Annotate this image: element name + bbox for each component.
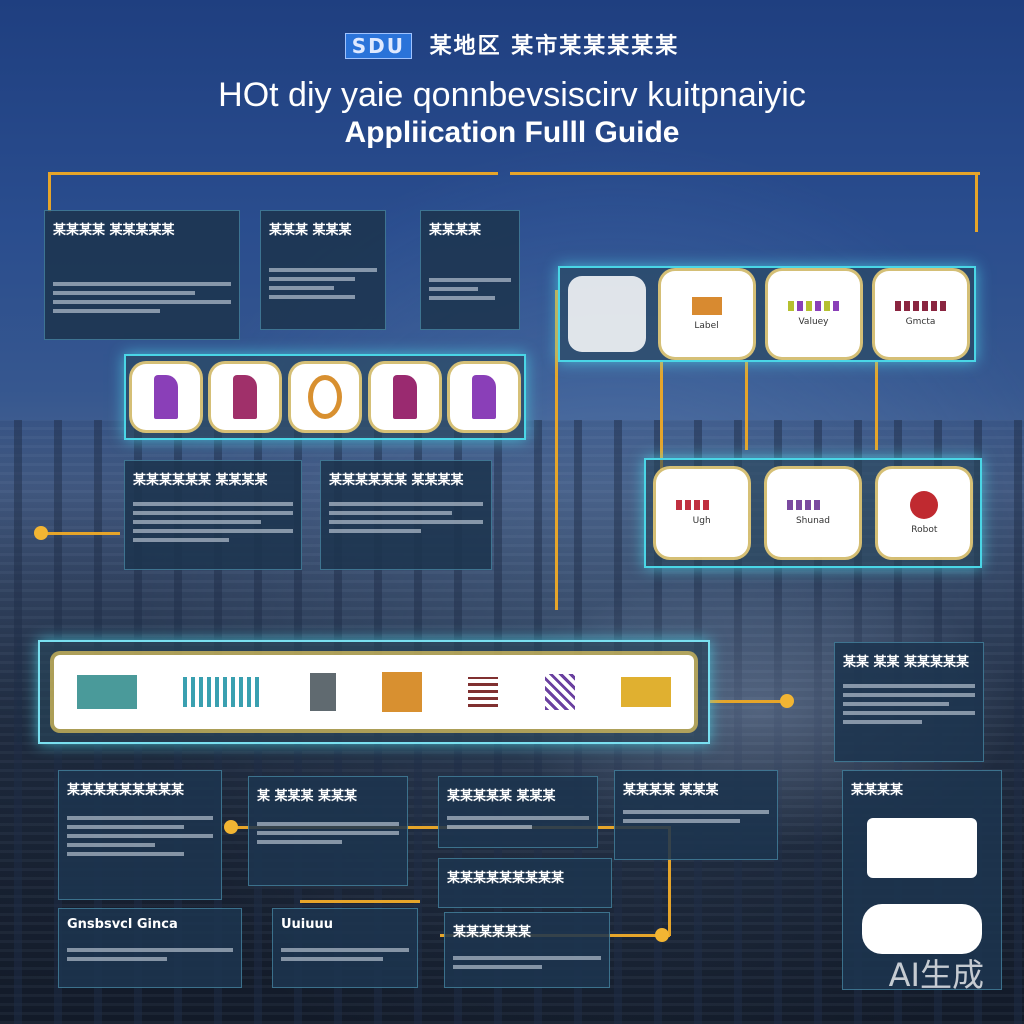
- tile-label: Label: [694, 321, 719, 331]
- panel-title: 某某某某某某 某某某某: [329, 473, 464, 488]
- info-panel[interactable]: 某某某某: [420, 210, 520, 330]
- machine-icon: [381, 672, 422, 712]
- tool-icon: [472, 375, 497, 419]
- grid-icon: [787, 500, 838, 510]
- page-subtitle: Appliication Fulll Guide: [344, 116, 680, 149]
- icon-tile[interactable]: [450, 364, 519, 430]
- machine-icon: [468, 677, 499, 707]
- chart-icon: [867, 818, 977, 878]
- icon-strip: Ugh Shunad Robot: [644, 458, 982, 568]
- info-panel[interactable]: 某 某某某 某某某: [248, 776, 408, 886]
- panel-title: Gnsbsvcl Ginca: [67, 917, 178, 932]
- info-panel[interactable]: 某某某 某某某: [260, 210, 386, 330]
- tile-label: Gmcta: [905, 317, 936, 327]
- top-banner: SDU 某地区 某市某某某某某: [0, 28, 1024, 60]
- grid-icon: [895, 301, 946, 311]
- icon-tile[interactable]: Ugh: [655, 469, 748, 557]
- info-panel[interactable]: 某某某某 某某某某某: [44, 210, 240, 340]
- connector-dot: [34, 526, 48, 540]
- info-panel[interactable]: 某某某某 某某某: [614, 770, 778, 860]
- info-panel[interactable]: 某某某某某 某某某: [438, 776, 598, 848]
- machine-icon: [183, 677, 264, 707]
- icon-strip: [38, 640, 710, 744]
- icon-tile[interactable]: Robot: [878, 469, 971, 557]
- machine-icon: [77, 675, 138, 709]
- panel-title: 某某某某 某某某某某: [53, 223, 175, 238]
- panel-title: 某某某某某某某某某: [67, 783, 185, 798]
- grid-icon: [676, 500, 727, 510]
- machine-icon: [309, 673, 336, 711]
- icon-tile[interactable]: [370, 364, 439, 430]
- panel-title: Uuiuuu: [281, 917, 334, 932]
- connector-line: [668, 826, 671, 936]
- machine-icon: [620, 677, 671, 707]
- equipment-row: [54, 655, 694, 729]
- connector-line: [48, 172, 51, 212]
- tile-label: Valuey: [798, 317, 829, 327]
- connector-line: [555, 290, 558, 610]
- icon-tile[interactable]: Gmcta: [874, 271, 967, 357]
- info-panel[interactable]: 某某某某某某 某某某某: [124, 460, 302, 570]
- icon-tile[interactable]: Label: [660, 271, 753, 357]
- connector-dot: [655, 928, 669, 942]
- connector-line: [975, 172, 978, 232]
- info-panel[interactable]: Gnsbsvcl Ginca: [58, 908, 242, 988]
- page-title: HOt diy yaie qonnbevsiscirv kuitpnaiyic: [218, 76, 806, 114]
- connector-line: [875, 360, 878, 450]
- tool-icon: [233, 375, 258, 419]
- ring-icon: [307, 375, 342, 419]
- connector-dot: [780, 694, 794, 708]
- tile-label: Shunad: [795, 516, 831, 526]
- connector-dot: [224, 820, 238, 834]
- tool-icon: [153, 375, 178, 419]
- robot-icon: [910, 491, 939, 519]
- icon-tile[interactable]: [131, 364, 200, 430]
- tile-label: Ugh: [692, 516, 711, 526]
- connector-line: [710, 700, 790, 703]
- panel-title: 某某某某某 某某某: [447, 789, 556, 804]
- info-panel[interactable]: 某某某某某某: [444, 912, 610, 988]
- panel-title: 某某 某某 某某某某某: [843, 655, 970, 670]
- info-panel[interactable]: 某某某某某某 某某某某: [320, 460, 492, 570]
- icon-strip: [124, 354, 526, 440]
- icon-tile[interactable]: Shunad: [766, 469, 859, 557]
- info-panel[interactable]: 某某某某某某某某某: [58, 770, 222, 900]
- watermark: AI生成: [888, 956, 984, 994]
- panel-title: 某某某某某某: [453, 925, 532, 940]
- icon-tile[interactable]: [290, 364, 359, 430]
- tile-label: Robot: [911, 525, 938, 535]
- connector-line: [745, 360, 748, 450]
- card-icon: [862, 904, 982, 954]
- info-panel[interactable]: 某某某某某某某某某: [438, 858, 612, 908]
- icon-strip: Label Valuey Gmcta: [558, 266, 976, 362]
- machine-icon: [544, 674, 575, 710]
- box-icon: [691, 297, 722, 315]
- banner-badge: SDU: [344, 33, 412, 59]
- connector-line: [660, 360, 663, 470]
- panel-title: 某 某某某 某某某: [257, 789, 358, 804]
- connector-line: [40, 532, 120, 535]
- connector-line: [48, 172, 498, 175]
- info-panel[interactable]: Uuiuuu: [272, 908, 418, 988]
- icon-tile[interactable]: [211, 364, 280, 430]
- panel-title: 某某某某: [851, 783, 904, 798]
- connector-line: [300, 900, 420, 903]
- panel-title: 某某某某某某某某某: [447, 871, 565, 886]
- icon-tile[interactable]: [567, 276, 646, 352]
- panel-title: 某某某某: [429, 223, 482, 238]
- info-panel[interactable]: 某某某某: [842, 770, 1002, 990]
- panel-title: 某某某 某某某: [269, 223, 352, 238]
- panel-title: 某某某某 某某某: [623, 783, 719, 798]
- tool-icon: [392, 375, 417, 419]
- chart-icon: [788, 301, 839, 311]
- panel-title: 某某某某某某 某某某某: [133, 473, 268, 488]
- banner-text: 某地区 某市某某某某某: [429, 34, 680, 59]
- connector-line: [510, 172, 980, 175]
- icon-tile[interactable]: Valuey: [767, 271, 860, 357]
- info-panel[interactable]: 某某 某某 某某某某某: [834, 642, 984, 762]
